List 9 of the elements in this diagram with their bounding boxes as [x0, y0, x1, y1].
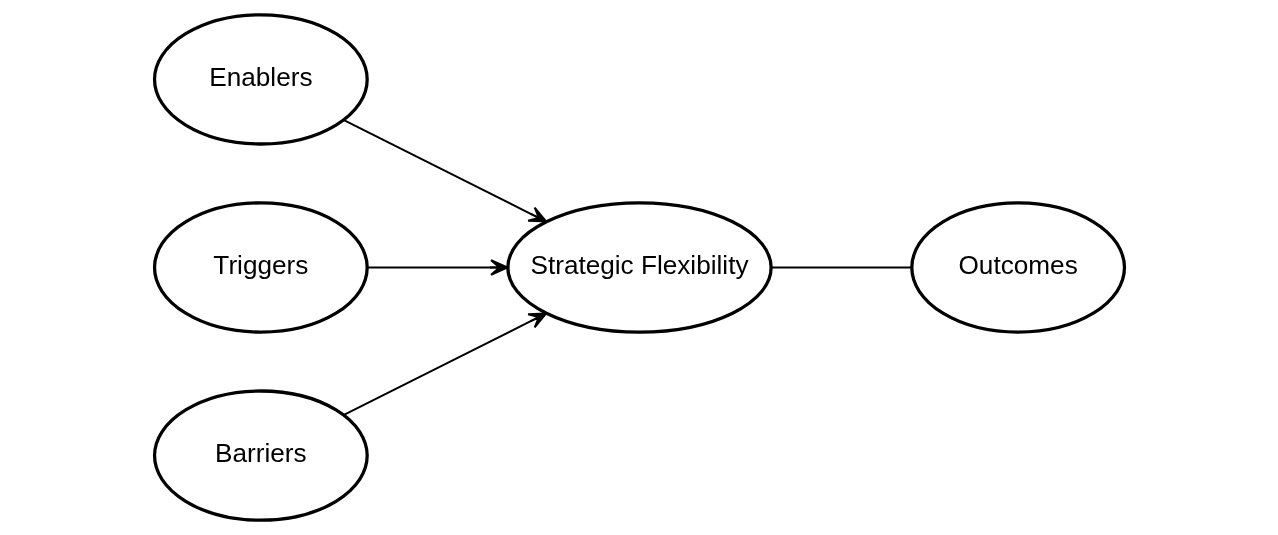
node-ellipse: Triggers: [152, 201, 369, 334]
connector: [769, 266, 912, 269]
arrow: [342, 119, 547, 223]
arrow: [366, 259, 508, 276]
arrow: [342, 312, 547, 416]
node-ellipse: Strategic Flexibility: [505, 201, 773, 334]
node-ellipse: Enablers: [152, 13, 369, 146]
node-ellipse: Outcomes: [909, 201, 1126, 334]
node-ellipse: Barriers: [152, 389, 369, 522]
